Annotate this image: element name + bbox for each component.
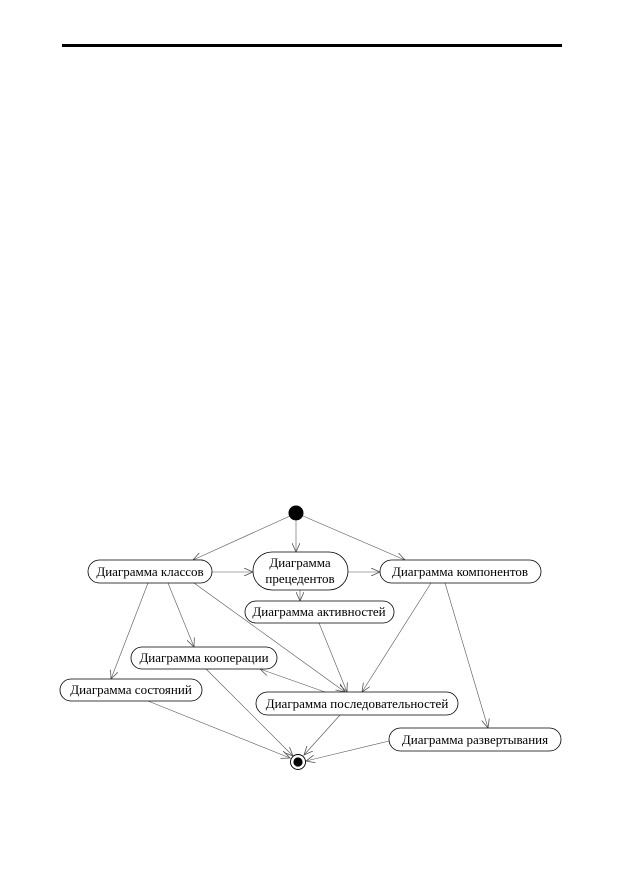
edge-activities-to-sequences (318, 622, 347, 692)
edge-deployment-to-end (306, 740, 390, 761)
edge-sequences-to-end (304, 714, 341, 755)
node-label: Диаграмма кооперации (139, 650, 268, 665)
node-usecases: Диаграмма прецедентов (252, 551, 349, 591)
final-node (290, 754, 306, 770)
edge-components-to-sequences (362, 582, 432, 692)
edge-start-to-components (302, 515, 405, 560)
edge-classes-to-cooperation (167, 582, 194, 647)
initial-node (288, 505, 304, 521)
edge-states-to-end (147, 700, 290, 758)
edge-cooperation-to-end (205, 668, 293, 756)
node-label: Диаграмма классов (96, 564, 203, 579)
edge-classes-to-states (111, 582, 149, 679)
node-activities: Диаграмма активностей (244, 600, 395, 624)
node-label: прецедентов (265, 571, 334, 586)
node-states: Диаграмма состояний (59, 678, 203, 702)
node-label: Диаграмма компонентов (392, 564, 528, 579)
node-label: Диаграмма последовательностей (266, 696, 449, 711)
node-label: Диаграмма развертывания (402, 732, 548, 747)
node-deployment: Диаграмма развертывания (388, 727, 562, 752)
header-rule (62, 44, 562, 47)
edge-components-to-deployment (444, 582, 488, 728)
edge-start-to-classes (193, 515, 291, 560)
node-label: Диаграмма активностей (252, 604, 385, 619)
edge-sequences-to-cooperation (260, 669, 326, 693)
node-classes: Диаграмма классов (87, 559, 213, 584)
node-sequences: Диаграмма последовательностей (255, 691, 459, 716)
node-label: Диаграмма (269, 555, 331, 570)
node-cooperation: Диаграмма кооперации (130, 646, 278, 670)
node-components: Диаграмма компонентов (379, 559, 542, 584)
edges-layer (111, 515, 488, 761)
node-label: Диаграмма состояний (70, 682, 192, 697)
edge-classes-to-sequences (193, 582, 345, 692)
